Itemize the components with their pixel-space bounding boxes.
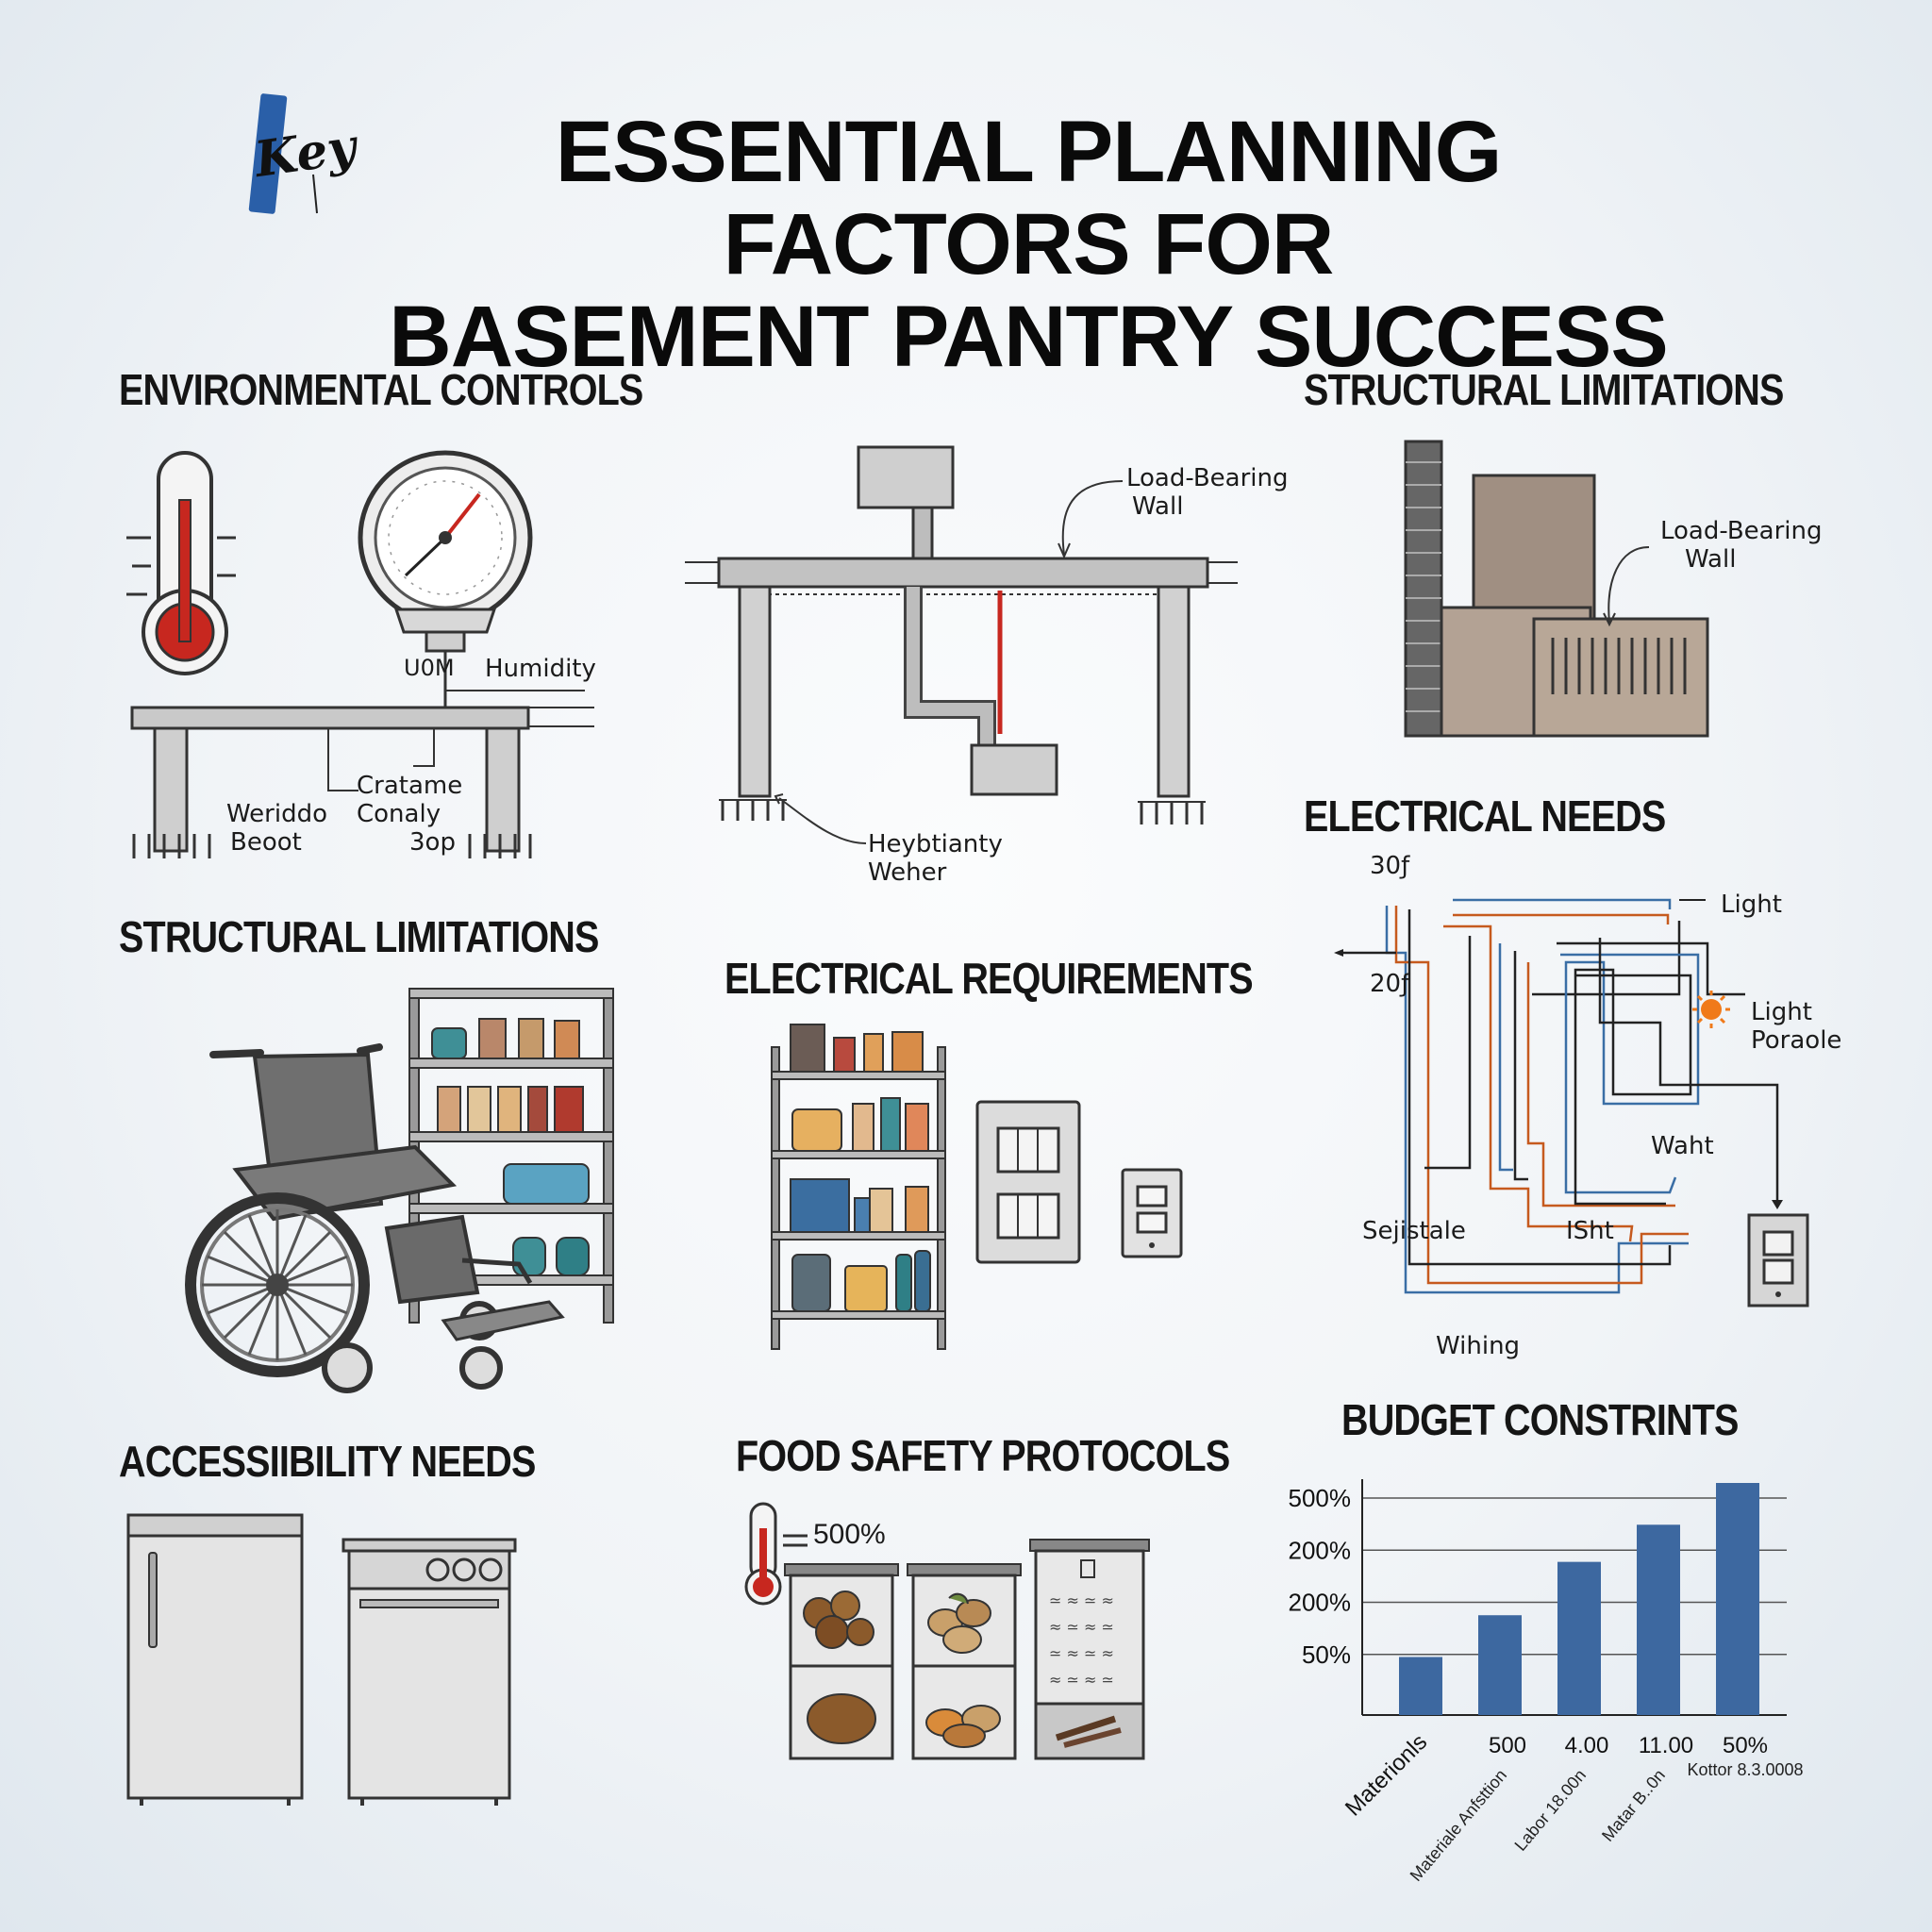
wheelchair-icon [185, 1043, 565, 1393]
gauge-face-label: U0M [404, 655, 455, 681]
brick-column [1404, 440, 1443, 738]
environmental-illustration [126, 450, 594, 858]
wall-outlet-icon [1747, 1213, 1809, 1307]
structural-load-bearing-label: Load-Bearing [1660, 517, 1823, 545]
chart-y-tick-label: 200% [1289, 1536, 1352, 1564]
section-accessibility-needs: ACCESSIIBILITY NEEDS [119, 1437, 536, 1486]
stove-icon [341, 1538, 517, 1806]
chart-x-tick-label: 4.00 [1565, 1733, 1609, 1758]
light-bulb-icon [1692, 991, 1730, 1028]
chart-y-ticks: 500% 200% 200% 50% [1289, 1484, 1352, 1669]
light-label-1: Light [1721, 891, 1782, 919]
electrical-wiring-diagram [1334, 898, 1809, 1307]
beam-heybtianty-label: Heybtianty [868, 830, 1003, 858]
outlet-plate-icon [1121, 1168, 1183, 1258]
sop-label: 3op [409, 828, 456, 857]
food-safety-temp-label: 500% [813, 1519, 886, 1550]
storage-bin-2 [907, 1563, 1022, 1760]
chart-y-tick-label: 50% [1302, 1641, 1351, 1669]
poraole-label: Poraole [1751, 1026, 1842, 1055]
chart-x-tick-sublabel: Labor 18.00n [1511, 1766, 1591, 1855]
beam-load-bearing-label: Load-Bearing [1126, 464, 1289, 492]
small-thermometer-icon [744, 1502, 808, 1606]
chart-x-tick-label: 50% [1723, 1733, 1768, 1758]
page-title-line2: BASEMENT PANTRY SUCCESS [389, 289, 1668, 385]
section-structural-limitations-top: STRUCTURAL LIMITATIONS [1304, 365, 1784, 414]
conaly-label: Conaly [357, 800, 441, 828]
chart-x-tick-sublabel: Materiale Anfsttion [1407, 1766, 1511, 1885]
load-bearing-beam-diagram [685, 445, 1238, 844]
sejistale-label: Sejistale [1362, 1217, 1466, 1245]
voltage-20-label: 20ƒ [1370, 970, 1410, 998]
page-title: ESSENTIAL PLANNING FACTORS FOR BASEMENT … [377, 106, 1679, 383]
beoot-label: Beoot [230, 828, 302, 857]
chart-bars [1399, 1483, 1759, 1715]
pantry-shelf-2 [771, 1024, 946, 1350]
chart-bar [1716, 1483, 1759, 1715]
svg-text:≈ ≃ ≈ ≃: ≈ ≃ ≈ ≃ [1049, 1618, 1114, 1636]
thermometer-icon [126, 451, 236, 675]
chart-y-tick-label: 200% [1289, 1589, 1352, 1617]
electrical-requirements-illustration [771, 1024, 1183, 1350]
storage-bin-3: ≃ ≈ ≃ ≈ ≈ ≃ ≈ ≃ ≃ ≈ ≃ ≈ ≈ ≃ ≈ ≃ [1029, 1539, 1150, 1760]
double-switch-plate-icon [975, 1100, 1081, 1264]
svg-text:≈ ≃ ≈ ≃: ≈ ≃ ≈ ≃ [1049, 1671, 1114, 1689]
section-structural-limitations-left: STRUCTURAL LIMITATIONS [119, 912, 599, 961]
chart-bar [1478, 1615, 1522, 1715]
page-title-line1: ESSENTIAL PLANNING FACTORS FOR [555, 104, 1503, 292]
section-environmental-controls: ENVIRONMENTAL CONTROLS [119, 365, 643, 414]
section-food-safety-protocols: FOOD SAFETY PROTOCOLS [736, 1431, 1230, 1480]
svg-text:≃ ≈ ≃ ≈: ≃ ≈ ≃ ≈ [1049, 1644, 1114, 1662]
light-label-2: Light [1751, 998, 1812, 1026]
chart-x-tick-label: Materionls [1341, 1729, 1432, 1821]
section-budget-constraints: BUDGET CONSTRINTS [1341, 1395, 1739, 1444]
table-shelf [130, 690, 594, 858]
food-safety-illustration: ≃ ≈ ≃ ≈ ≈ ≃ ≈ ≃ ≃ ≈ ≃ ≈ ≈ ≃ ≈ ≃ [744, 1502, 1150, 1760]
voltage-30-label: 30ƒ [1370, 852, 1410, 880]
cratame-label: Cratame [357, 772, 463, 800]
structural-wall-illustration [1404, 440, 1709, 738]
chart-x-tick-sublabel: Matar B..0n [1598, 1766, 1669, 1845]
humidity-gauge-icon [358, 450, 533, 708]
section-electrical-needs: ELECTRICAL NEEDS [1304, 791, 1666, 841]
chart-y-tick-label: 500% [1289, 1484, 1352, 1512]
accessibility-shelf-illustration [185, 988, 614, 1393]
waht-label: Waht [1651, 1132, 1714, 1160]
appliances-illustration [126, 1513, 517, 1806]
refrigerator-icon [126, 1513, 304, 1806]
svg-text:≃ ≈ ≃ ≈: ≃ ≈ ≃ ≈ [1049, 1591, 1114, 1609]
beam-weher-label: Weher [868, 858, 947, 887]
structural-wall-label: Wall [1685, 545, 1737, 574]
key-badge [247, 93, 332, 217]
humidity-label: Humidity [485, 655, 596, 683]
isht-label: ISht [1566, 1217, 1614, 1245]
chart-x-tick-sublabel: Kottor 8.3.0008 [1687, 1760, 1803, 1779]
chart-bar [1557, 1561, 1601, 1715]
weriddo-label: Weriddo [226, 800, 328, 828]
wiring-label: Wihing [1436, 1332, 1521, 1360]
storage-bin-1 [784, 1563, 899, 1760]
chart-x-tick-label: 500 [1489, 1733, 1526, 1758]
section-electrical-requirements: ELECTRICAL REQUIREMENTS [724, 954, 1254, 1003]
chart-x-tick-label: 11.00 [1639, 1733, 1693, 1758]
key-badge-shape [248, 93, 318, 214]
chart-bar [1399, 1657, 1442, 1715]
beam-wall-label: Wall [1132, 492, 1184, 521]
chart-bar [1637, 1524, 1680, 1715]
